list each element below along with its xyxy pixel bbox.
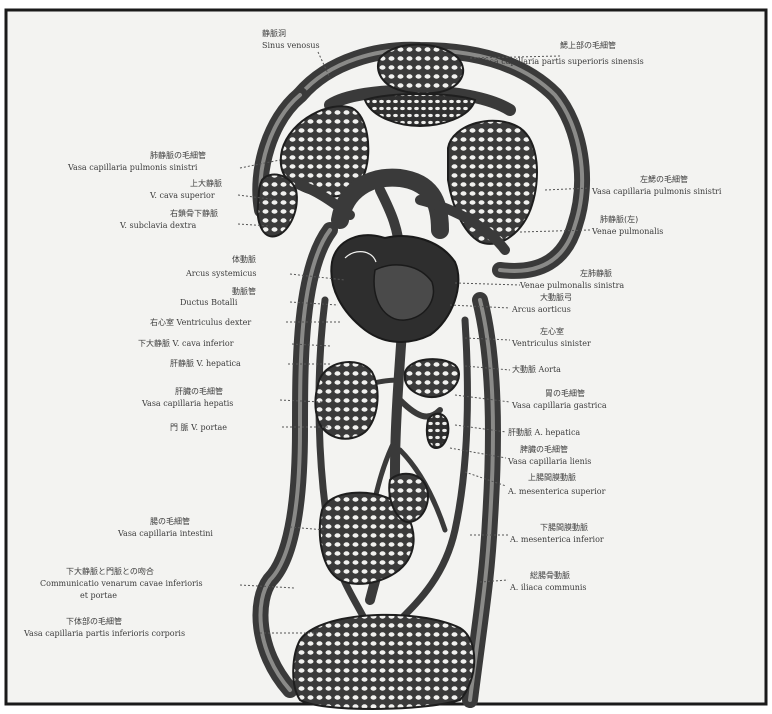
label-asys-jp: 体動脈 bbox=[232, 254, 256, 264]
label-vpulm-lat: Venae pulmonalis bbox=[591, 227, 663, 236]
label-vcs-jp: 上大静脈 bbox=[190, 178, 222, 188]
label-sinus-jp: 静脈洞 bbox=[262, 28, 286, 38]
label-vsub-jp: 右鎖骨下静脈 bbox=[170, 208, 218, 218]
label-vpulm-jp: 肺静脈(左) bbox=[600, 214, 638, 224]
label-amesupr-jp: 上腸間膜動脈 bbox=[528, 472, 576, 482]
label-ameinf-jp: 下腸間膜動脈 bbox=[540, 522, 588, 532]
lower-body-capillary-bed bbox=[293, 615, 474, 709]
label-vsin-lat: Ventriculus sinister bbox=[511, 339, 591, 348]
label-acaud-jp: 大動脈弓 bbox=[540, 292, 572, 302]
label-ductus-lat: Ductus Botalli bbox=[180, 298, 238, 307]
label-gastcap-jp: 胃の毛細管 bbox=[545, 388, 585, 398]
label-gill-top-lat: Vasa capillaria partis superioris sinens… bbox=[479, 57, 644, 66]
label-hepcap-lat: Vasa capillaria hepatis bbox=[141, 399, 233, 408]
label-vdex-lat: 右心室 Ventriculus dexter bbox=[150, 317, 251, 327]
label-vporta-lat: 門 脈 V. portae bbox=[170, 422, 227, 432]
label-lgill-jp: 左鰓の毛細管 bbox=[640, 174, 688, 184]
label-ailiac-lat: A. iliaca communis bbox=[509, 583, 587, 592]
label-intcap-lat: Vasa capillaria intestini bbox=[117, 529, 213, 538]
label-vsub-lat: V. subclavia dextra bbox=[119, 221, 196, 230]
label-lower-lat: Vasa capillaria partis inferioris corpor… bbox=[23, 629, 185, 638]
label-anast-jp: 下大静脈と門脈との吻合 bbox=[66, 566, 154, 576]
label-lower-jp: 下体部の毛細管 bbox=[66, 616, 122, 626]
label-gastcap-lat: Vasa capillaria gastrica bbox=[511, 401, 607, 410]
label-ahep-lat: 肝動脈 A. hepatica bbox=[508, 427, 580, 437]
label-vhep-lat: 肝静脈 V. hepatica bbox=[170, 358, 241, 368]
spleen-capillary-bed bbox=[427, 414, 449, 448]
label-sinus-lat: Sinus venosus bbox=[262, 41, 320, 50]
label-vpulmsin-jp: 左肺静脈 bbox=[580, 268, 612, 278]
label-gill-top-jp: 鰓上部の毛細管 bbox=[560, 40, 616, 50]
label-ailiac-jp: 総腸骨動脈 bbox=[530, 570, 570, 580]
label-hepcap-jp: 肝臓の毛細管 bbox=[175, 386, 223, 396]
liver-capillary-bed bbox=[315, 362, 377, 439]
label-anast-lat2: et portae bbox=[80, 591, 117, 600]
label-anast-lat1: Communicatio venarum cavae inferioris bbox=[40, 579, 203, 588]
label-lung-jp: 肺静脈の毛細管 bbox=[150, 150, 206, 160]
label-vci-lat: 下大静脈 V. cava inferior bbox=[138, 338, 234, 348]
stomach-capillary-bed bbox=[405, 359, 459, 397]
label-intcap-jp: 腸の毛細管 bbox=[150, 516, 190, 526]
label-lung-lat: Vasa capillaria pulmonis sinistri bbox=[67, 163, 198, 172]
label-vcs-lat: V. cava superior bbox=[149, 191, 215, 200]
label-vsin-jp: 左心室 bbox=[540, 326, 564, 336]
label-asys-lat: Arcus systemicus bbox=[185, 269, 256, 278]
label-aorta-lat: 大動脈 Aorta bbox=[512, 364, 561, 374]
label-lgill-lat: Vasa capillaria pulmonis sinistri bbox=[591, 187, 722, 196]
label-amesupr-lat: A. mesenterica superior bbox=[507, 487, 606, 496]
label-liencap-lat: Vasa capillaria lienis bbox=[507, 457, 591, 466]
label-liencap-jp: 脾臓の毛細管 bbox=[520, 444, 568, 454]
label-ameinf-lat: A. mesenterica inferior bbox=[509, 535, 604, 544]
label-vpulmsin-lat: Venae pulmonalis sinistra bbox=[519, 281, 624, 290]
label-acaud-lat: Arcus aorticus bbox=[511, 305, 571, 314]
head-capillary-bed bbox=[378, 45, 463, 94]
label-ductus-jp: 動脈管 bbox=[232, 286, 256, 296]
